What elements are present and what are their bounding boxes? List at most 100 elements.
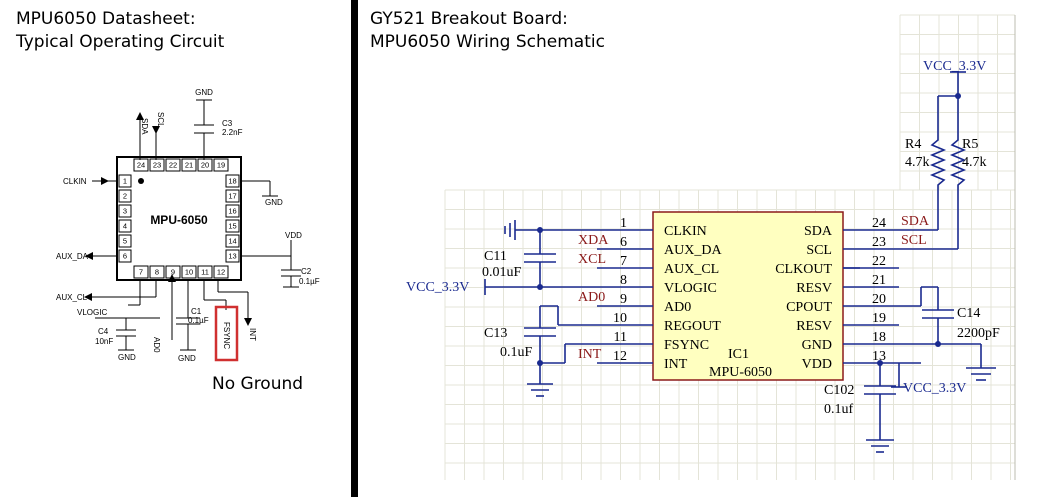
datasheet-arrows	[84, 112, 252, 326]
ic1-left-pin-number: 9	[620, 292, 627, 307]
label-vlogic: VLOGIC	[77, 308, 107, 317]
net-ad0: AD0	[578, 290, 605, 305]
part-r4-value: 4.7k	[905, 155, 930, 170]
ic1-right-pin-name: SDA	[804, 224, 833, 239]
pin-label-20-box	[197, 158, 213, 172]
ic1-right-pin-number: 23	[872, 235, 886, 250]
pin-label-24-box	[133, 158, 149, 172]
pin-label-15-box	[225, 219, 240, 233]
ic1-right-pin-name: SCL	[806, 243, 832, 258]
pin-label-24: 24	[137, 161, 145, 170]
part-c102: C102	[824, 383, 854, 398]
pin-label-13: 13	[228, 252, 236, 261]
pin-label-20: 20	[201, 161, 209, 170]
junction-dots	[537, 93, 961, 366]
pin-label-2-box	[118, 189, 132, 203]
pin-label-22-box	[165, 158, 181, 172]
pin-label-15: 15	[228, 222, 236, 231]
ic1-right-pin-number: 21	[872, 273, 886, 288]
right-title-line1: GY521 Breakout Board:	[370, 9, 568, 29]
net-int: INT	[578, 347, 602, 362]
gy521-chip: 1CLKIN6AUX_DA7AUX_CL8VLOGIC9AD010REGOUT1…	[597, 211, 899, 381]
part-c11-value: 0.01uF	[482, 265, 522, 280]
net-xcl: XCL	[578, 252, 606, 267]
ic1-right-pin-number: 13	[872, 349, 886, 364]
ic1-pins: 1CLKIN6AUX_DA7AUX_CL8VLOGIC9AD010REGOUT1…	[597, 216, 899, 372]
ic1-right-pin-name: RESV	[796, 319, 832, 334]
pin-label-21-box	[181, 158, 197, 172]
ic1-left-pin-name: FSYNC	[664, 338, 709, 353]
part-r5-value: 4.7k	[962, 155, 987, 170]
ic1-right-pin-number: 24	[872, 216, 886, 231]
ic1-left-pin-name: INT	[664, 357, 688, 372]
pin-label-11: 11	[201, 268, 209, 277]
ic1-right-pin-number: 20	[872, 292, 886, 307]
label-c1: C1	[191, 307, 202, 316]
pin-label-7-box	[133, 265, 149, 279]
label-c2: C2	[301, 267, 312, 276]
pin-label-16-box	[225, 204, 240, 218]
pin-label-6-box	[118, 249, 132, 263]
ic1-right-pin-name: CPOUT	[786, 300, 832, 315]
ic1-left-pin-number: 6	[620, 235, 627, 250]
pin-label-17-box	[225, 189, 240, 203]
left-title-line2: Typical Operating Circuit	[15, 32, 225, 52]
label-gnd-right: GND	[265, 198, 283, 207]
label-c2-value: 0.1µF	[299, 277, 320, 286]
ic1-body	[652, 211, 844, 381]
label-c4-value: 10nF	[95, 337, 113, 346]
pin-label-5: 5	[123, 237, 127, 246]
ic1-left-pin-name: REGOUT	[664, 319, 721, 334]
ic1-right-pin-number: 19	[872, 311, 886, 326]
pin-label-8-box	[149, 265, 165, 279]
label-c3: C3	[222, 119, 233, 128]
pin-label-11-box	[197, 265, 213, 279]
part-c14-value: 2200pF	[957, 326, 1000, 341]
pin-label-10: 10	[185, 268, 193, 277]
pin-label-12: 12	[217, 268, 225, 277]
pin-label-5-box	[118, 234, 132, 248]
label-scl: SCL	[156, 112, 165, 128]
right-title-line2: MPU6050 Wiring Schematic	[370, 32, 605, 52]
ic1-left-pin-name: CLKIN	[664, 224, 707, 239]
ic1-left-pin-number: 11	[614, 330, 627, 345]
pin-label-23-box	[149, 158, 165, 172]
label-gnd-c3: GND	[195, 88, 213, 97]
gy521-labels: VCC_3.3V VCC_3.3V VCC_3.3V XDA XCL AD0 I…	[406, 59, 1000, 417]
label-c3-value: 2.2nF	[222, 128, 243, 137]
datasheet-labels: SDA SCL GND C3 2.2nF CLKIN AUX_DA AUX_CL…	[56, 88, 320, 363]
pin-label-14-box	[225, 234, 240, 248]
net-scl: SCL	[901, 233, 927, 248]
pin-label-9: 9	[171, 268, 175, 277]
left-title-line1: MPU6050 Datasheet:	[16, 9, 196, 29]
ic1-right-pin-number: 22	[872, 254, 886, 269]
ic1-left-pin-name: AD0	[664, 300, 691, 315]
label-clkin: CLKIN	[63, 177, 87, 186]
gy521-wires	[484, 71, 996, 453]
chip-body	[116, 156, 242, 281]
ic1-left-pin-number: 12	[613, 349, 627, 364]
net-sda: SDA	[901, 214, 930, 229]
label-sda: SDA	[140, 118, 149, 135]
pin1-dot	[138, 178, 144, 184]
ic1-right-pin-name: GND	[802, 338, 832, 353]
part-c14: C14	[957, 306, 980, 321]
pin-label-7: 7	[139, 268, 143, 277]
part-c13: C13	[484, 326, 507, 341]
part-r4: R4	[905, 137, 921, 152]
pin-label-21: 21	[185, 161, 193, 170]
label-c1-value: 0.1µF	[188, 316, 209, 325]
net-vcc-bottom: VCC_3.3V	[903, 381, 966, 396]
pin-label-1: 1	[123, 177, 127, 186]
pin-label-18-box	[225, 174, 240, 188]
right-panel: GY521 Breakout Board: MPU6050 Wiring Sch…	[370, 9, 1016, 480]
ic1-right-pin-name: RESV	[796, 281, 832, 296]
label-c4: C4	[98, 327, 109, 336]
fsync-highlight-box	[214, 305, 239, 362]
ic1-left-pin-name: VLOGIC	[664, 281, 717, 296]
ic1-right-pin-name: CLKOUT	[775, 262, 832, 277]
net-vcc-top: VCC_3.3V	[923, 59, 986, 74]
label-gnd-c4: GND	[118, 353, 136, 362]
chip-name: MPU-6050	[150, 213, 208, 227]
